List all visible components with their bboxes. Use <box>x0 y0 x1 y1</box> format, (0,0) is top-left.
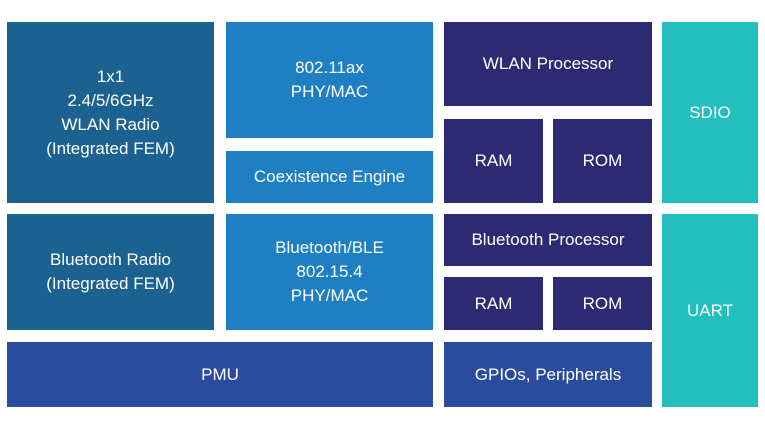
wlan-radio-line-1: 1x1 <box>96 66 125 86</box>
bluetooth-phy-mac-block: Bluetooth/BLE 802.15.4 PHY/MAC <box>226 214 433 330</box>
sdio-label: SDIO <box>689 102 731 122</box>
coexistence-engine-label: Coexistence Engine <box>253 167 406 186</box>
wifi-phy-mac-line-1: 802.11ax <box>295 58 364 77</box>
bt-rom-label: ROM <box>582 293 623 313</box>
bluetooth-radio-block: Bluetooth Radio (Integrated FEM) <box>7 214 214 330</box>
wlan-rom-block: ROM <box>553 119 652 203</box>
wlan-rom-label: ROM <box>582 151 623 170</box>
coexistence-engine-block: Coexistence Engine <box>226 151 433 203</box>
wlan-radio-line-3: WLAN Radio <box>61 114 160 134</box>
bluetooth-radio-line-2: (Integrated FEM) <box>46 274 175 293</box>
wlan-ram-label: RAM <box>474 151 513 170</box>
gpios-peripherals-label: GPIOs, Peripherals <box>474 364 622 384</box>
uart-label: UART <box>687 300 733 320</box>
bluetooth-phy-mac-line-3: PHY/MAC <box>290 286 369 305</box>
bt-ram-label: RAM <box>474 293 513 313</box>
uart-block: UART <box>662 214 758 407</box>
wlan-processor-label: WLAN Processor <box>482 54 614 73</box>
wifi-phy-mac-line-2: PHY/MAC <box>290 82 369 101</box>
bt-rom-block: ROM <box>553 277 652 330</box>
bluetooth-processor-block: Bluetooth Processor <box>444 214 652 266</box>
wlan-processor-block: WLAN Processor <box>444 22 652 106</box>
pmu-block: PMU <box>7 342 433 407</box>
sdio-block: SDIO <box>662 22 758 203</box>
bluetooth-phy-mac-line-2: 802.15.4 <box>296 262 363 281</box>
wlan-radio-block: 1x1 2.4/5/6GHz WLAN Radio (Integrated FE… <box>7 22 214 203</box>
bt-ram-block: RAM <box>444 277 543 330</box>
wlan-radio-line-4: (Integrated FEM) <box>46 138 175 158</box>
wifi-phy-mac-block: 802.11ax PHY/MAC <box>226 22 433 138</box>
gpios-peripherals-block: GPIOs, Peripherals <box>444 342 652 407</box>
bluetooth-processor-label: Bluetooth Processor <box>471 230 625 249</box>
wlan-ram-block: RAM <box>444 119 543 203</box>
pmu-label: PMU <box>201 364 239 384</box>
bluetooth-radio-line-1: Bluetooth Radio <box>50 250 171 269</box>
wlan-radio-line-2: 2.4/5/6GHz <box>67 90 154 110</box>
bluetooth-phy-mac-line-1: Bluetooth/BLE <box>275 238 384 257</box>
